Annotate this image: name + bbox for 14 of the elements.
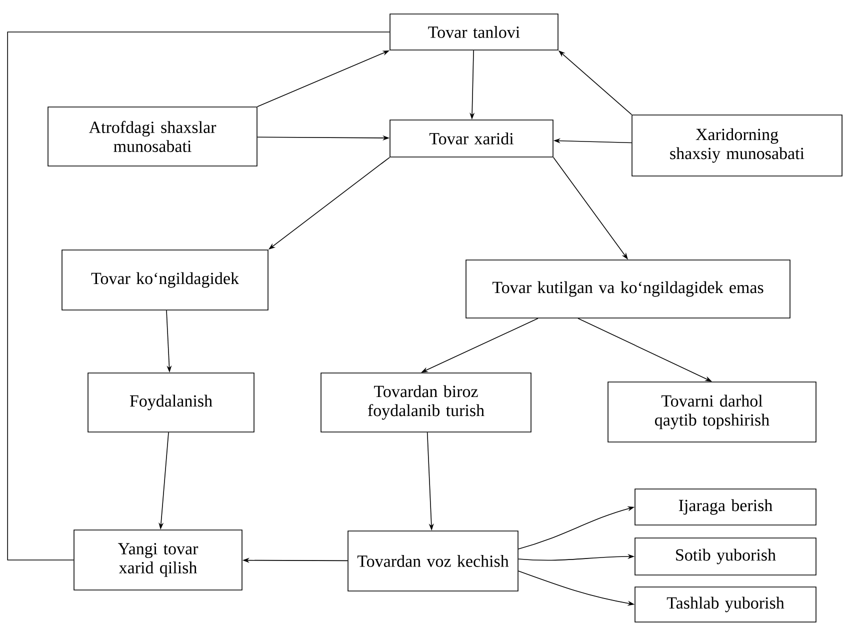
process-box: Tovar kutilgan va ko‘ngildagidek emas bbox=[466, 260, 790, 318]
process-box: Tashlab yuborish bbox=[634, 586, 816, 622]
process-box: Tovarni darhol qaytib topshirish bbox=[608, 382, 816, 442]
process-box: Atrofdagi shaxslar munosabati bbox=[48, 106, 258, 166]
process-box: Yangi tovar xarid qilish bbox=[74, 530, 242, 590]
process-box: Tovardan biroz foydalanib turish bbox=[320, 372, 532, 432]
process-box: Xaridorning shaxsiy munosabati bbox=[632, 114, 842, 176]
process-box: Foydalanish bbox=[88, 372, 254, 432]
process-box: Tovar xaridi bbox=[390, 120, 554, 158]
process-box: Sotib yuborish bbox=[634, 538, 816, 576]
process-box: Tovardan voz kechish bbox=[348, 530, 518, 592]
process-box: Tovar tanlovi bbox=[390, 14, 558, 50]
process-box: Tovar ko‘ngildagidek bbox=[62, 250, 268, 310]
process-box: Ijaraga berish bbox=[634, 488, 816, 526]
